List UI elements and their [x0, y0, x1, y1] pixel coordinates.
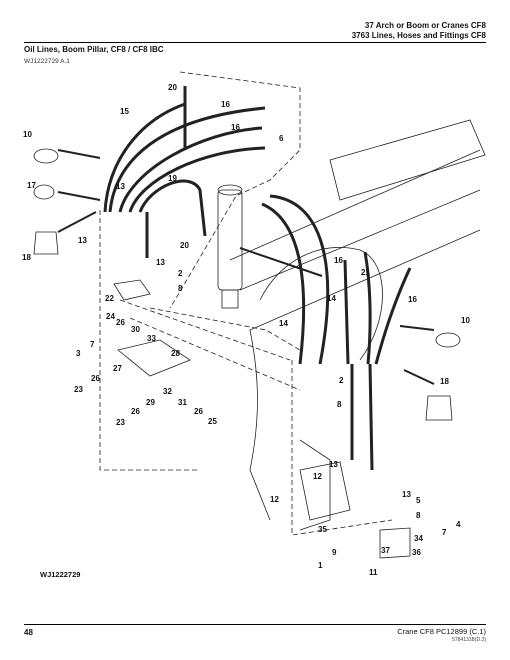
callout-8-lower: 8	[416, 511, 421, 520]
callout-2-right: 2	[339, 376, 344, 385]
callout-34: 34	[414, 534, 423, 543]
callout-16-top: 16	[221, 100, 230, 109]
callout-13-d: 13	[329, 460, 338, 469]
callout-20-mid: 20	[180, 241, 189, 250]
callout-9: 9	[332, 548, 337, 557]
footer-doc-ref: Crane CF8 PC12899 (C.1)	[397, 627, 486, 636]
callout-15: 15	[120, 107, 129, 116]
callout-28: 28	[171, 349, 180, 358]
callout-27: 27	[113, 364, 122, 373]
callout-25: 25	[208, 417, 217, 426]
callout-20-top: 20	[168, 83, 177, 92]
callout-16-mid: 16	[231, 123, 240, 132]
callout-21: 21	[361, 268, 370, 277]
callout-3: 3	[76, 349, 81, 358]
callout-12-a: 12	[313, 472, 322, 481]
callout-22: 22	[105, 294, 114, 303]
callout-13-a: 13	[116, 182, 125, 191]
callout-10-right: 10	[461, 316, 470, 325]
callout-26-b: 26	[91, 374, 100, 383]
header-catalog-group: 37 Arch or Boom or Cranes CF8	[364, 21, 486, 30]
callout-23-a: 23	[74, 385, 83, 394]
callout-26-d: 26	[194, 407, 203, 416]
callout-33: 33	[147, 334, 156, 343]
callout-37: 37	[381, 546, 390, 555]
callout-2-left: 2	[178, 269, 183, 278]
callout-30: 30	[131, 325, 140, 334]
callout-35: 35	[318, 525, 327, 534]
callout-13-b: 13	[78, 236, 87, 245]
callout-14-b: 14	[279, 319, 288, 328]
callout-26-c: 26	[131, 407, 140, 416]
callout-23-b: 23	[116, 418, 125, 427]
footer-divider	[24, 624, 486, 625]
callout-14-a: 14	[327, 294, 336, 303]
callout-7-left: 7	[90, 340, 95, 349]
callout-8-left: 8	[178, 284, 183, 293]
section-title: Oil Lines, Boom Pillar, CF8 / CF8 IBC	[24, 45, 164, 54]
callout-13-c: 13	[156, 258, 165, 267]
callout-12-b: 12	[270, 495, 279, 504]
figure-reference: WJ1222729 A.1	[24, 58, 70, 65]
callout-36: 36	[412, 548, 421, 557]
callout-32: 32	[163, 387, 172, 396]
callout-1: 1	[318, 561, 323, 570]
callout-6: 6	[279, 134, 284, 143]
callout-29: 29	[146, 398, 155, 407]
page-number: 48	[24, 628, 33, 637]
callout-17: 17	[27, 181, 36, 190]
callout-5: 5	[416, 496, 421, 505]
callout-4: 4	[456, 520, 461, 529]
callout-8-right: 8	[337, 400, 342, 409]
footer-code: 5784131B(D.3)	[452, 637, 486, 643]
callout-31: 31	[178, 398, 187, 407]
callout-7-right: 7	[442, 528, 447, 537]
callout-16-boom: 16	[334, 256, 343, 265]
figure-id: WJ1222729	[40, 570, 81, 579]
callout-18-right: 18	[440, 377, 449, 386]
header-divider	[24, 42, 486, 43]
callout-18-left: 18	[22, 253, 31, 262]
callout-10: 10	[23, 130, 32, 139]
callout-16-right: 16	[408, 295, 417, 304]
callout-26-a: 26	[116, 318, 125, 327]
callout-11: 11	[369, 568, 378, 577]
header-catalog-subgroup: 3763 Lines, Hoses and Fittings CF8	[351, 31, 486, 40]
callout-13-e: 13	[402, 490, 411, 499]
callout-19: 19	[168, 174, 177, 183]
callout-24: 24	[106, 312, 115, 321]
